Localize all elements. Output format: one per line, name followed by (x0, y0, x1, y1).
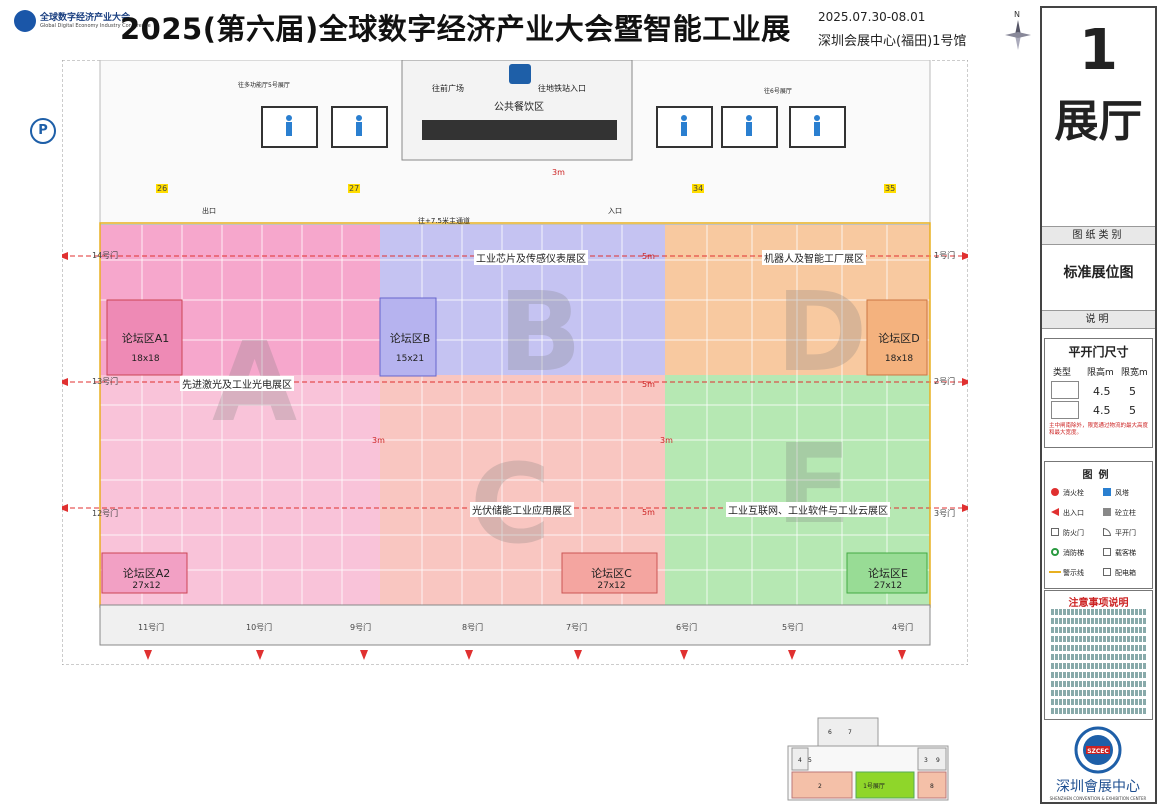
venue-logo-text: 深圳會展中心 (1056, 779, 1140, 795)
hall5-label: 往多功能厅5号展厅 (238, 82, 290, 89)
aisle-width: 5m (642, 380, 655, 389)
col-type: 类型 (1053, 368, 1072, 378)
door-6: 6号门 (676, 623, 698, 632)
door-12: 12号门 (92, 509, 119, 518)
aisle-label: 往+7.5米主通道 (418, 217, 470, 225)
drawing-type: 标准展位图 (1063, 265, 1134, 281)
zone-letter-e: E (776, 420, 852, 548)
keymap-hall: 3 (924, 757, 928, 764)
aisle-width: 5m (642, 252, 655, 261)
event-logo: 全球数字经济产业大会 Global Digital Economy Indust… (14, 8, 151, 38)
venue-logo-en: SHENZHEN CONVENTION & EXHIBITION CENTER (1049, 796, 1147, 801)
door-note: 主中闸南除外，限宽通过物流的最大高度和最大宽度。 (1049, 423, 1149, 437)
hydrant-icon (1051, 488, 1059, 496)
event-dates: 2025.07.30-08.01 (818, 10, 926, 24)
zone-label-iiot: 工业互联网、工业软件与工业云展区 (726, 502, 890, 517)
logo-text-cn: 全球数字经济产业大会 (40, 13, 131, 23)
zone-label-robotics: 机器人及智能工厂展区 (762, 250, 866, 265)
fire-door-icon (1051, 528, 1059, 536)
metro-label: 往地铁站入口 (538, 84, 586, 93)
zone-letter-d: D (776, 268, 868, 396)
door-11: 11号门 (138, 623, 165, 632)
pillar-icon (1103, 508, 1111, 516)
pillar-27: 27 (348, 184, 361, 193)
pillar-34: 34 (692, 184, 705, 193)
door-7: 7号门 (566, 623, 588, 632)
szcec-badge: SZCEC (1087, 748, 1109, 755)
door-3: 3号门 (934, 509, 956, 518)
wind-tower-icon (1103, 488, 1111, 496)
zone-letter-b: B (498, 268, 582, 396)
keymap-hall: 9 (936, 757, 940, 764)
legend: 图例 消火栓 风塔 出入口 砼立柱 防火门 平开门 消防梯 载客梯 警示线 配电… (1044, 461, 1153, 589)
fire-ladder-icon (1051, 548, 1059, 556)
door-2: 2号门 (934, 377, 956, 386)
notice-text-block (1045, 609, 1152, 717)
aisle-width: 3m (660, 436, 673, 445)
door-8: 8号门 (462, 623, 484, 632)
parking-icon: P (30, 118, 56, 144)
legend-title: 图例 (1082, 470, 1115, 481)
notes-header: 说明 (1042, 310, 1155, 329)
door-14: 14号门 (92, 251, 119, 260)
notice-box: 注意事项说明 (1044, 590, 1153, 720)
door-type-icon (1051, 381, 1079, 399)
keymap-hall: 5 (808, 757, 812, 764)
power-box-icon (1103, 568, 1111, 576)
keymap-hall: 8 (930, 783, 934, 790)
door-type-icon (1051, 401, 1079, 419)
exit-label: 出口 (202, 207, 216, 215)
aisle-width: 3m (372, 436, 385, 445)
keymap-active-hall: 1号展厅 (863, 783, 885, 790)
szcec-logo: SZCEC 深圳會展中心 SHENZHEN CONVENTION & EXHIB… (1048, 726, 1148, 804)
zone-label-laser: 先进激光及工业光电展区 (180, 376, 294, 391)
aisle-width: 5m (642, 508, 655, 517)
door-4: 4号门 (892, 623, 914, 632)
warning-line-icon (1049, 571, 1061, 573)
notice-title: 注意事项说明 (1068, 598, 1129, 609)
logo-text-en: Global Digital Economy Industry Conferen… (40, 23, 151, 29)
door-13: 13号门 (92, 377, 119, 386)
svg-text:N: N (1014, 10, 1020, 19)
keymap-hall: 6 (828, 729, 832, 736)
hall6-label: 往6号展厅 (764, 88, 792, 95)
swing-door-icon (1103, 528, 1111, 536)
elevator-icon (1103, 548, 1111, 556)
door-size-title: 平开门尺寸 (1068, 345, 1129, 359)
door-10: 10号门 (246, 623, 273, 632)
pillar-26: 26 (156, 184, 169, 193)
food-court-label: 公共餐饮区 (494, 102, 544, 113)
globe-logo-icon (14, 10, 36, 32)
keymap-hall: 7 (848, 729, 852, 736)
entrance-arrow-icon (1051, 508, 1059, 516)
door-9: 9号门 (350, 623, 372, 632)
col-height: 限高m (1087, 368, 1114, 378)
hall-number: 1 (1079, 18, 1118, 83)
hall-keymap: 1号展厅 2 8 4 5 6 7 3 9 (787, 717, 949, 801)
entry-label: 入口 (608, 207, 622, 215)
zone-label-chips: 工业芯片及传感仪表展区 (474, 250, 588, 265)
zone-label-pv: 光伏储能工业应用展区 (470, 502, 574, 517)
event-venue: 深圳会展中心(福田)1号馆 (818, 34, 967, 49)
keymap-hall: 2 (818, 783, 822, 790)
door-1: 1号门 (934, 251, 956, 260)
plaza-label: 往前广场 (432, 84, 464, 93)
door-size-table: 平开门尺寸 类型 限高m 限宽m 4.5 5 4.5 5 主中闸南除外，限宽通过… (1044, 338, 1153, 448)
compass-icon: N (1003, 8, 1033, 52)
keymap-hall: 4 (798, 757, 802, 764)
page-title: 2025(第六届)全球数字经济产业大会暨智能工业展 (120, 12, 791, 46)
door-5: 5号门 (782, 623, 804, 632)
col-width: 限宽m (1121, 368, 1148, 378)
drawing-type-header: 图纸类别 (1042, 226, 1155, 245)
hall-label: 展厅 (1054, 96, 1143, 147)
info-panel: 1 展厅 图纸类别 标准展位图 说明 平开门尺寸 类型 限高m 限宽m 4.5 … (1040, 6, 1157, 804)
aisle-width: 3m (552, 168, 565, 177)
pillar-35: 35 (884, 184, 897, 193)
